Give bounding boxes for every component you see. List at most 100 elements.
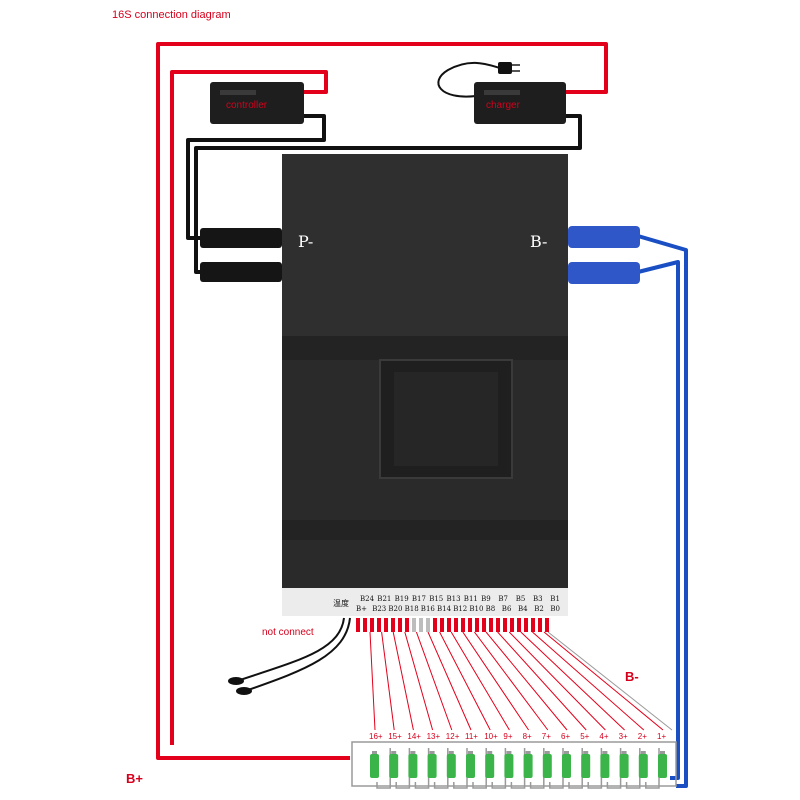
cell-label: 13+ (427, 732, 441, 741)
b-minus-terminal-1 (568, 226, 640, 248)
cell-label: 9+ (503, 732, 512, 741)
cell-body (619, 754, 629, 778)
cell-cap (410, 751, 416, 754)
pin-label-top: B17 (412, 595, 426, 603)
connector-pin (384, 618, 388, 632)
cell-cap (660, 751, 665, 754)
cell-cap (391, 751, 397, 754)
balance-lead (381, 631, 395, 731)
battery-cell: 1+ (657, 732, 667, 778)
b-plus-wire-controller (170, 70, 328, 745)
connector-pin (545, 618, 549, 632)
temp-probe-1 (228, 677, 244, 685)
cell-body (600, 754, 610, 778)
connector-pin (475, 618, 479, 632)
balance-leads (369, 631, 673, 731)
pin-label-top: B7 (498, 595, 508, 603)
pin-label-bottom: B14 (437, 605, 452, 613)
charger-label: charger (486, 100, 520, 111)
b-minus-wire-inner (637, 260, 680, 780)
controller-label: controller (226, 100, 268, 111)
cell-body (389, 754, 399, 778)
connector-pin (391, 618, 395, 632)
battery-cell: 6+ (561, 732, 583, 789)
connector-pin (517, 618, 521, 632)
connector-pin (503, 618, 507, 632)
cell-label: 14+ (407, 732, 421, 741)
black-wires (186, 114, 582, 274)
battery-cell: 2+ (638, 732, 660, 789)
not-connect-label: not connect (262, 627, 314, 638)
b-plus-wire-charger (156, 42, 608, 760)
pin-label-top: B24 (360, 595, 375, 603)
pin-label-bottom: B12 (453, 605, 467, 613)
p-minus-terminal-1 (200, 228, 282, 248)
connector-pin (531, 618, 535, 632)
cell-label: 6+ (561, 732, 570, 741)
plug-head (498, 62, 512, 74)
connector-pins (356, 618, 549, 632)
battery-cell: 9+ (503, 732, 526, 789)
battery-cell: 3+ (619, 732, 641, 789)
battery-cell: 5+ (580, 732, 603, 789)
cell-label: 16+ (369, 732, 383, 741)
cell-label: 2+ (638, 732, 647, 741)
controller-minus-wire (186, 114, 326, 240)
cell-body (504, 754, 514, 778)
balance-lead (439, 631, 491, 731)
pin-label-top: B15 (429, 595, 443, 603)
connector-pin (489, 618, 493, 632)
connector-pin (377, 618, 381, 632)
cell-body (581, 754, 591, 778)
connector-pin (447, 618, 451, 632)
charger-plug (437, 62, 520, 98)
temp-pin-label: 温度 (333, 598, 349, 608)
balance-lead (450, 631, 510, 731)
pin-label-top: B13 (447, 595, 461, 603)
cell-body (485, 754, 495, 778)
cell-body (658, 754, 667, 778)
charger-box (474, 82, 566, 124)
cell-cap (621, 751, 627, 754)
temp-lead-2 (247, 617, 351, 691)
cell-label: 11+ (465, 732, 478, 741)
temp-lead-1 (239, 617, 345, 681)
battery-cell: 11+ (465, 732, 487, 789)
b-minus-terminal-2 (568, 262, 640, 284)
battery-cell: 15+ (388, 732, 411, 789)
cell-label: 4+ (599, 732, 608, 741)
cell-cap (525, 751, 531, 754)
temp-probe-2 (236, 687, 252, 695)
p-minus-terminal-2 (200, 262, 282, 282)
cell-stack-frame (351, 741, 677, 787)
bms-board (282, 154, 568, 616)
connector-pin (426, 618, 430, 632)
balance-lead (485, 631, 568, 731)
cell-label: 5+ (580, 732, 589, 741)
controller-box (210, 82, 304, 124)
pin-label-top: B19 (395, 595, 409, 603)
cell-cap (602, 751, 608, 754)
b-minus-wire-outer (637, 234, 688, 788)
pin-label-top: B1 (550, 595, 560, 603)
connector-pin (363, 618, 367, 632)
cell-cap (448, 751, 454, 754)
battery-cells: 16+15+14+13+12+11+10+9+8+7+6+5+4+3+2+1+ (351, 732, 677, 789)
battery-cell: 8+ (523, 732, 545, 789)
cell-cap (429, 751, 435, 754)
battery-cell: 16+ (369, 732, 391, 789)
balance-lead (392, 631, 414, 731)
balance-lead (473, 631, 549, 731)
pin-label-top: B21 (377, 595, 391, 603)
connector-pin (454, 618, 458, 632)
connector-pin (461, 618, 465, 632)
bms-b-minus-label: B- (530, 232, 548, 251)
balance-lead (415, 631, 453, 731)
battery-cell: 10+ (484, 732, 507, 789)
pin-label-bottom: B+ (356, 605, 367, 613)
cell-label: 15+ (388, 732, 402, 741)
cell-label: 1+ (657, 732, 666, 741)
diagram-title: 16S connection diagram (112, 9, 231, 21)
